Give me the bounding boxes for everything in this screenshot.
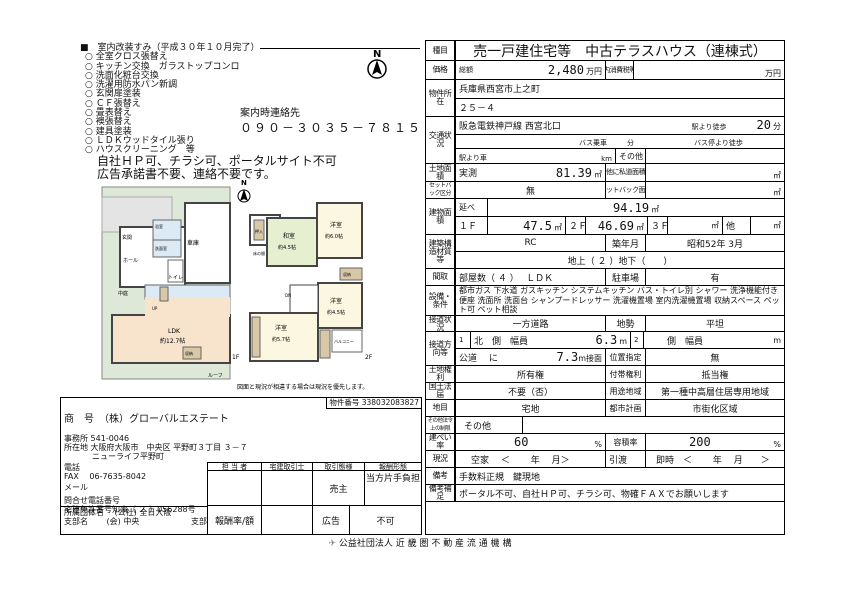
svg-text:収納: 収納: [343, 271, 351, 277]
company-box: 物件番号 338032083827 商 号 （株）グローバルエステート 事務所 …: [60, 397, 422, 535]
building-coverage: 60: [514, 435, 529, 449]
svg-text:UP: UP: [152, 306, 158, 311]
washitsu-room: [266, 217, 318, 267]
zoning: 第一種中高層住居専用地域: [660, 387, 769, 398]
address-line2: ２５－４: [459, 103, 496, 114]
svg-text:収納: 収納: [185, 350, 193, 356]
renovation-item: ○ 玄関扉塗装: [85, 89, 141, 100]
svg-text:N: N: [241, 179, 247, 187]
svg-text:約12.7帖: 約12.7帖: [160, 337, 185, 345]
property-number: 物件番号 338032083827: [326, 398, 421, 409]
renovation-item: ○ 全室クロス張替え: [85, 52, 168, 63]
svg-text:床の間: 床の間: [253, 250, 265, 256]
svg-text:車庫: 車庫: [187, 239, 199, 247]
renovation-item: ○ ＬＤＫウッドタイル張り: [85, 135, 195, 146]
svg-text:約6.0帖: 約6.0帖: [325, 233, 343, 240]
svg-text:洋室: 洋室: [330, 297, 342, 305]
yoshitsu-4-5-room: [317, 282, 363, 329]
svg-text:中庭: 中庭: [118, 290, 128, 297]
renovation-item: ○ 建具塗装: [85, 126, 132, 137]
remarks: 手数料正規 鍵現地: [459, 472, 541, 483]
org-logo-icon: ✈: [328, 539, 339, 549]
svg-text:浴室: 浴室: [155, 223, 163, 229]
svg-text:玄関: 玄関: [122, 234, 132, 241]
deal-type: 売主: [313, 471, 365, 506]
renovation-item: ○ ＣＦ張替え: [85, 98, 141, 109]
oshiire: [253, 219, 265, 241]
ad-label: 広告: [313, 506, 350, 534]
svg-text:1F: 1F: [232, 354, 240, 361]
ldk-room: [111, 314, 231, 364]
svg-text:和室: 和室: [283, 232, 295, 240]
built-date: 昭和52年 3月: [686, 239, 744, 250]
svg-text:DN: DN: [285, 293, 291, 298]
svg-text:ルーフ: ルーフ: [208, 373, 223, 379]
walk-minutes: 20: [756, 118, 771, 133]
notice-line1: 自社ＨＰ可、チラシ可、ポータルサイト不可: [97, 154, 337, 168]
ad-notice: 自社ＨＰ可、チラシ可、ポータルサイト不可 広告承諾書不要、連絡不要です。: [97, 155, 337, 181]
storage: [159, 286, 169, 302]
svg-text:LDK: LDK: [168, 328, 181, 335]
yoshitsu-5-7-room: [249, 312, 319, 362]
yoshitsu-6-room: [316, 202, 363, 259]
renovation-item: ○ 洗面化粧台交換: [85, 70, 159, 81]
grid-header-licensed: 宅建取引士: [262, 462, 313, 471]
toilet-room: [167, 259, 184, 283]
property-type: 売一戸建住宅等 中古テラスハウス（連棟式）: [473, 43, 767, 60]
renovation-item: ○ 洗濯用防水パン新調: [85, 80, 178, 91]
floor-plan: 車庫 玄関 ホール 浴室 洗面室 トイレ 中庭 UP LDK 約12.7帖 収納…: [101, 179, 373, 391]
renovation-heading: ■ 室内改装すみ（平成３０年１０月完了）: [80, 43, 260, 53]
kitchen: [144, 284, 231, 300]
footer-organization: ✈ 公益社団法人 近 畿 圏 不 動 産 流 通 機 構: [328, 539, 512, 549]
svg-text:N: N: [373, 49, 381, 60]
total-floor-area: 94.19: [612, 200, 650, 215]
svg-text:洋室: 洋室: [330, 221, 342, 229]
notice-line2: 広告承諾書不要、連絡不要です。: [97, 167, 276, 181]
layout: 部屋数（ ４ ） ＬＤＫ: [456, 269, 606, 285]
remarks-supplement: ポータル不可、自社ＨＰ可、チラシ可、物確ＦＡＸでお願いします: [459, 489, 729, 500]
svg-text:洗面室: 洗面室: [155, 245, 167, 251]
svg-text:約4.5帖: 約4.5帖: [278, 244, 296, 251]
bath-room: [152, 219, 182, 241]
svg-text:バルコニー: バルコニー: [334, 339, 354, 344]
floor-area-ratio: 200: [689, 435, 711, 449]
grid-header-agent: 担 当 者: [207, 462, 262, 471]
price: 2,480: [547, 63, 584, 77]
divider: [260, 48, 420, 49]
svg-text:洋室: 洋室: [275, 324, 287, 332]
svg-text:図面と現況が相違する場合は現況を優先します。: 図面と現況が相違する場合は現況を優先します。: [237, 383, 368, 391]
contact: 案内時連絡先 ０９０－３０３５－７８１５: [240, 104, 422, 136]
garage-room: [184, 202, 231, 284]
grid-header-fee: 報酬形態: [365, 462, 421, 471]
north-arrow-icon: N: [237, 179, 251, 203]
renovation-item: ○ 襖張替え: [85, 117, 132, 128]
name-label: 商 号: [64, 414, 94, 425]
address-line1: 兵庫県西宮市上之町: [459, 85, 541, 96]
renovation-item: ○ キッチン交換 ガラストップコンロ: [85, 61, 240, 72]
renovation-item: ○ 畳表替え: [85, 108, 132, 119]
washroom: [152, 239, 182, 258]
grid-header-deal: 取引態様: [313, 462, 365, 471]
svg-text:トイレ: トイレ: [168, 275, 183, 281]
equipment: 都市ガス 下水道 ガスキッチン システムキッチン バス・トイレ別 シャワー 洗浄…: [459, 286, 780, 315]
north-arrow-icon: N: [365, 48, 389, 84]
fee-type: 当方片手負担: [365, 471, 421, 506]
train-line: 阪急電鉄神戸線 西宮北口: [459, 121, 561, 132]
company-name: （株）グローバルエステート: [104, 414, 229, 425]
svg-text:ホール: ホール: [123, 258, 138, 264]
svg-text:2F: 2F: [365, 354, 373, 361]
land-area: 81.39: [555, 165, 592, 180]
contact-label: 案内時連絡先: [240, 108, 300, 119]
ad-value: 不可: [376, 516, 395, 527]
svg-text:約5.7帖: 約5.7帖: [272, 336, 290, 343]
balcony: [331, 329, 363, 353]
company-details: 事務所 541-0046 所在地 大阪府大阪市 中央区 平野町３丁目 ３－７ ニ…: [64, 434, 248, 514]
fee-rate-label: 報酬率/額: [207, 506, 262, 534]
renovation-list: ■ 室内改装すみ（平成３０年１０月完了） ○ 全室クロス張替え○ キッチン交換 …: [80, 43, 260, 156]
contact-phone: ０９０－３０３５－７８１５: [240, 121, 423, 135]
svg-text:約4.5帖: 約4.5帖: [327, 309, 345, 316]
renovation-item: ○ ハウスクリーニング 等: [85, 145, 195, 156]
svg-text:押入: 押入: [255, 228, 263, 234]
